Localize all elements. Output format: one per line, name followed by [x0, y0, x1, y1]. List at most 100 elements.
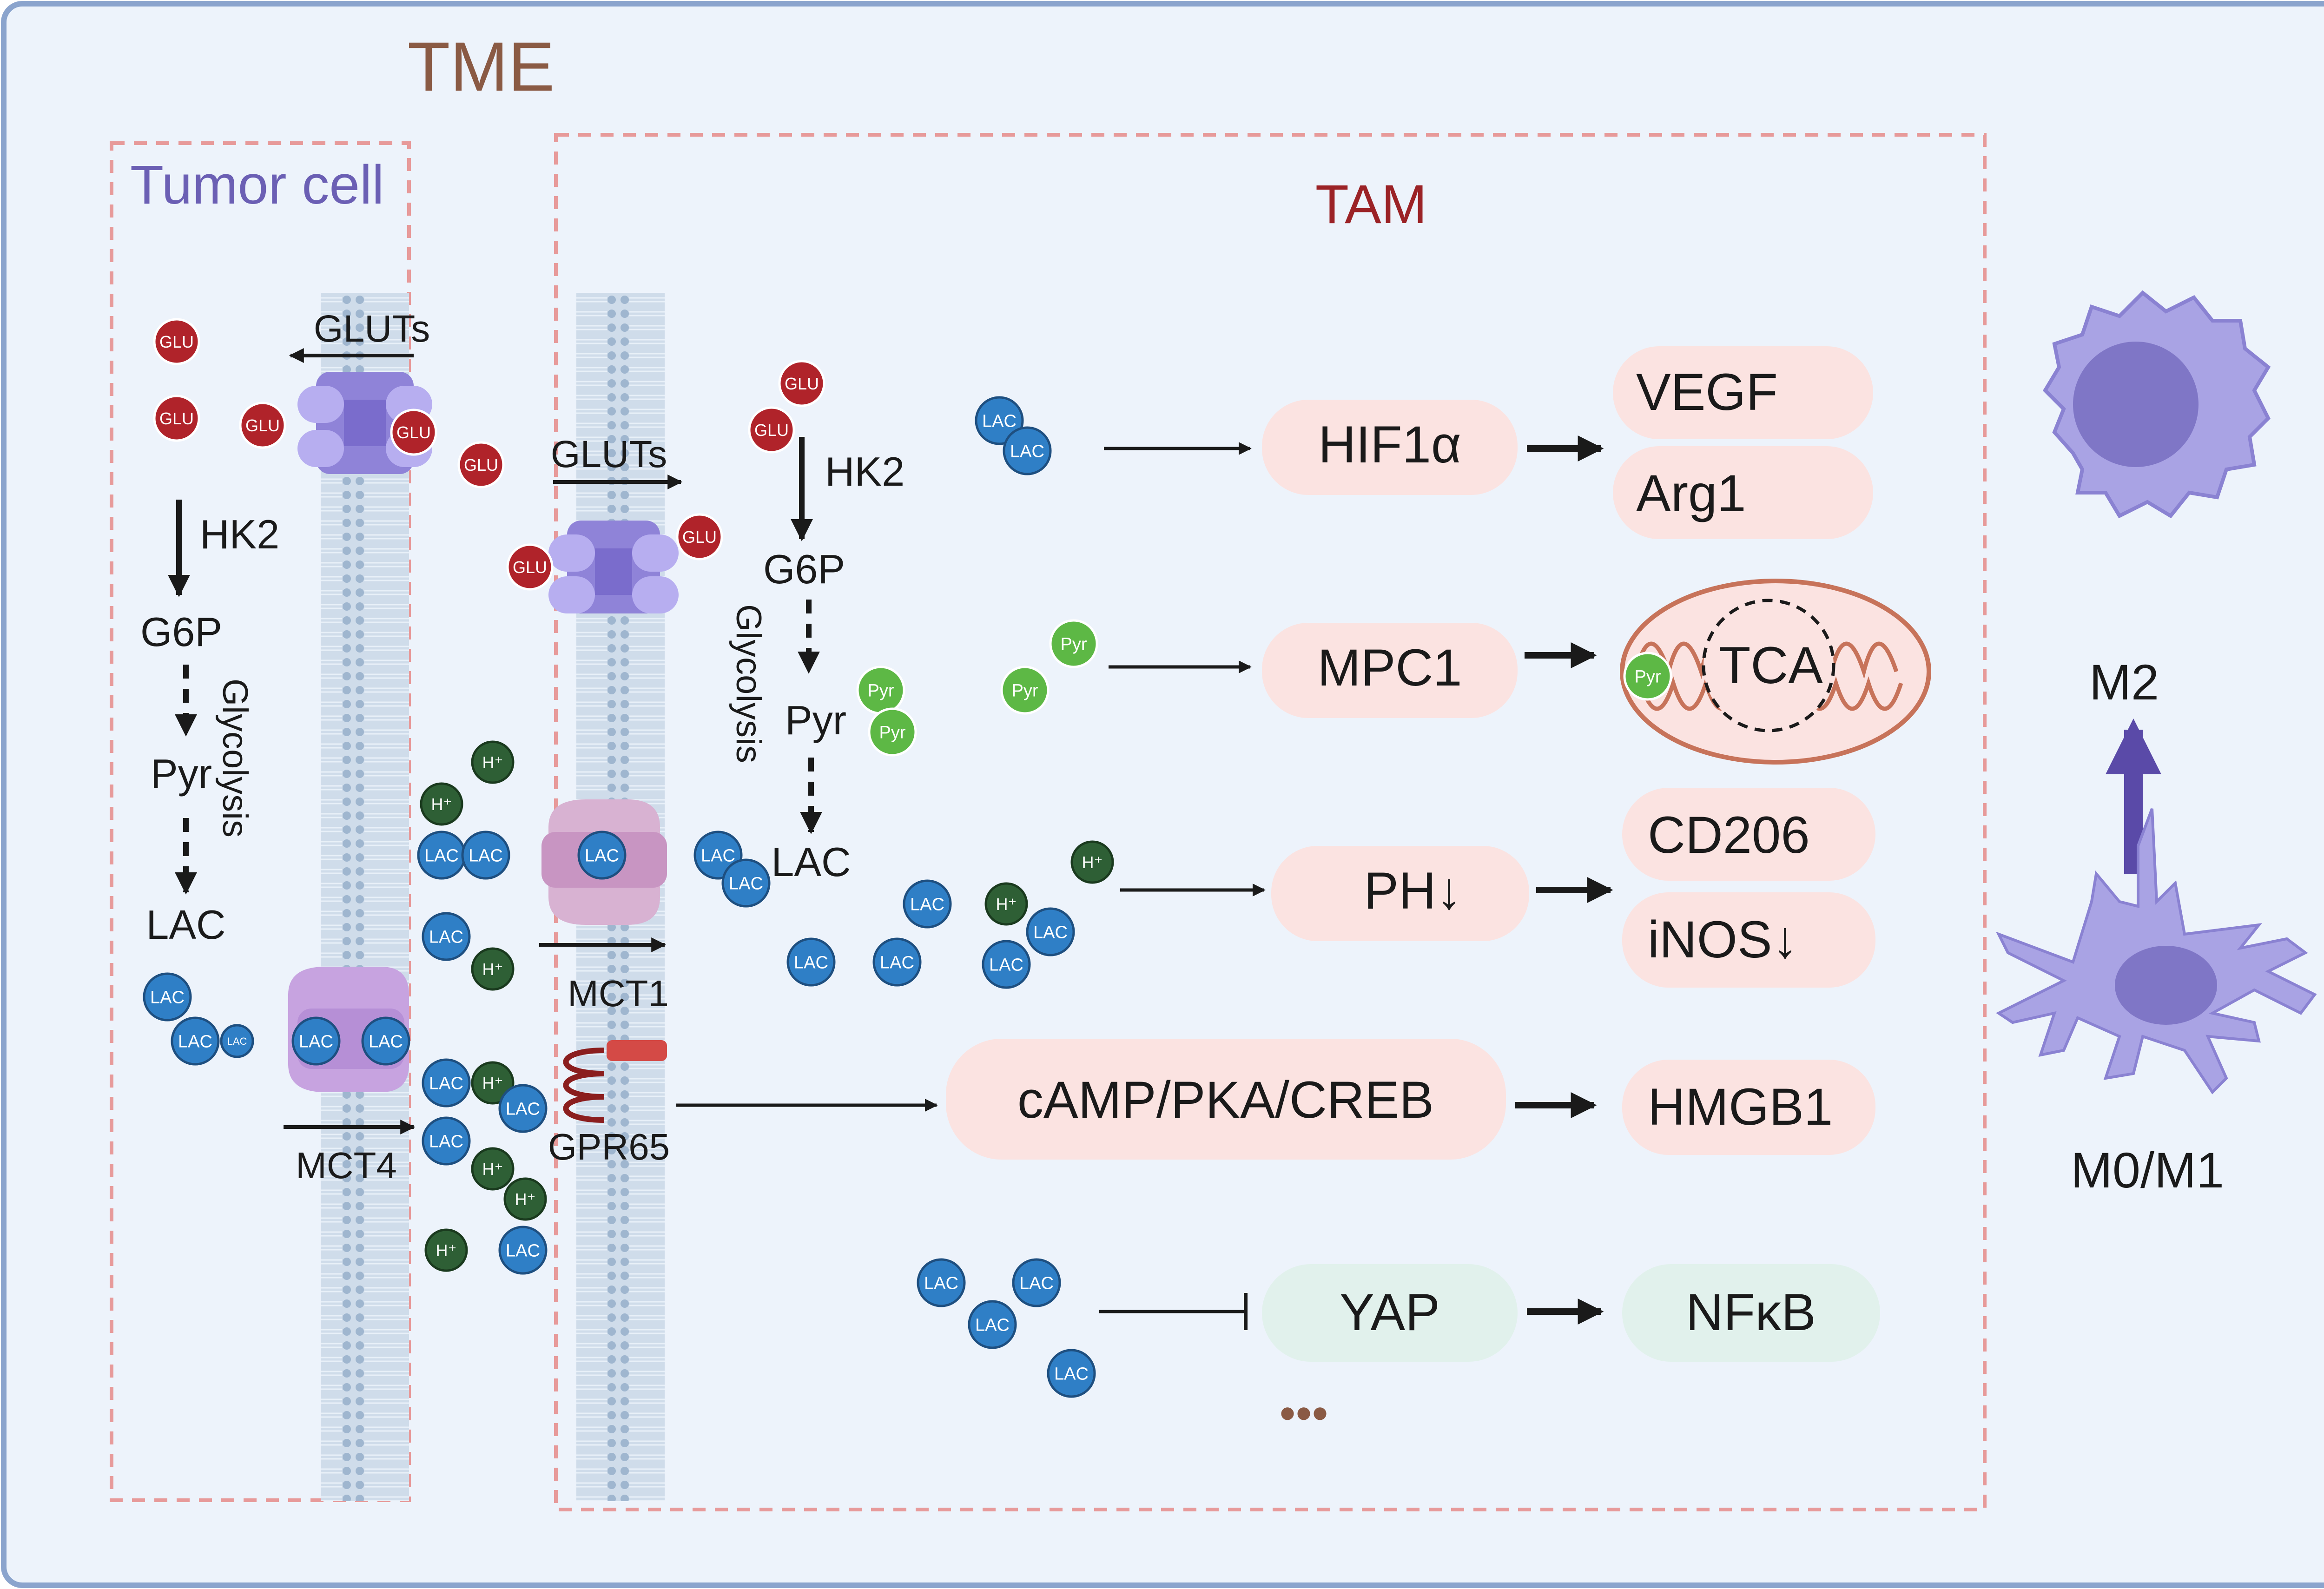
h-circle	[471, 740, 515, 784]
h-circle	[1070, 840, 1114, 884]
tca-label: TCA	[1719, 636, 1823, 694]
pyr-molecule: Pyr	[1000, 666, 1050, 715]
mct4-label: MCT4	[296, 1145, 397, 1186]
hif1a-label: HIF1α	[1318, 415, 1461, 474]
lac-circle	[171, 1016, 220, 1066]
tam-gluts-label: GLUTs	[551, 433, 667, 475]
glu-circle	[239, 402, 286, 449]
ph-box	[1271, 846, 1529, 941]
inos-label: iNOS↓	[1648, 910, 1798, 969]
h-circle	[420, 782, 463, 826]
lac-molecule-label: LAC	[1019, 1274, 1054, 1293]
lac-circle	[786, 937, 836, 987]
lac-circle	[461, 831, 510, 880]
pyr-circle	[1623, 652, 1672, 701]
lac-molecule-label: LAC	[227, 1035, 247, 1047]
pyr-molecule-label: Pyr	[1012, 681, 1038, 701]
lac-molecule-label: LAC	[469, 846, 503, 866]
lac-molecule-label: LAC	[299, 1032, 333, 1052]
glu-circle	[506, 543, 554, 591]
yap-label: YAP	[1340, 1283, 1440, 1341]
lac-circle	[1003, 426, 1052, 475]
lac-molecule: LAC	[291, 1016, 341, 1066]
h-molecule: H⁺	[420, 782, 463, 826]
inos-box	[1622, 892, 1875, 988]
lac-molecule-label: LAC	[880, 953, 914, 973]
lac-circle	[872, 937, 922, 987]
pyr-molecule: Pyr	[1623, 652, 1672, 701]
h-circle	[471, 1147, 515, 1191]
pyr-molecule-label: Pyr	[1061, 635, 1087, 654]
gpr65-receptor	[563, 1040, 667, 1123]
tumor-lac-label: LAC	[146, 902, 225, 948]
lac-molecule: LAC	[422, 1116, 471, 1166]
tam-glut-transporter	[548, 521, 679, 613]
glu-circle	[778, 360, 825, 407]
lac-molecule: LAC	[498, 1084, 548, 1133]
lac-circle	[361, 1016, 410, 1066]
lac-molecule-label: LAC	[585, 846, 619, 866]
tumor-membrane	[321, 293, 409, 1501]
h-molecule-label: H⁺	[482, 753, 503, 772]
tumor-cell-label: Tumor cell	[130, 154, 384, 216]
arg1-label: Arg1	[1636, 464, 1746, 522]
glu-molecule: GLU	[153, 395, 200, 442]
lac-molecule: LAC	[1026, 907, 1075, 956]
pyr-molecule-label: Pyr	[879, 723, 906, 743]
tam-lac-label: LAC	[771, 839, 851, 885]
h-circle	[424, 1228, 468, 1272]
lac-circle	[917, 1258, 966, 1307]
lac-molecule: LAC	[968, 1300, 1017, 1349]
hmgb1-label: HMGB1	[1648, 1078, 1833, 1136]
glu-molecule: GLU	[457, 441, 505, 488]
lac-circle	[721, 858, 771, 908]
lac-molecule: LAC	[1012, 1258, 1061, 1307]
lac-molecule-label: LAC	[429, 928, 463, 947]
lac-molecule: LAC	[417, 831, 466, 880]
lac-molecule-label: LAC	[982, 412, 1017, 431]
lac-molecule-label: LAC	[178, 1032, 212, 1052]
lac-molecule-label: LAC	[701, 846, 735, 866]
tam-glycolysis-label: Glycolysis	[729, 604, 768, 763]
lac-molecule-label: LAC	[369, 1032, 403, 1052]
lac-circle	[577, 831, 627, 880]
h-circle	[984, 882, 1028, 926]
glu-molecule-label: GLU	[464, 455, 498, 475]
lac-circle	[422, 912, 471, 961]
lac-molecule-label: LAC	[794, 953, 828, 973]
glu-circle	[153, 318, 200, 365]
lac-molecule-label: LAC	[429, 1132, 463, 1152]
glu-molecule-label: GLU	[159, 409, 194, 428]
h-molecule: H⁺	[471, 1061, 515, 1105]
glu-molecule-label: GLU	[159, 332, 194, 351]
glu-circle	[153, 395, 200, 442]
h-molecule: H⁺	[503, 1177, 547, 1221]
glu-circle	[390, 409, 437, 456]
h-molecule-label: H⁺	[436, 1241, 457, 1260]
m0m1-label: M0/M1	[2071, 1142, 2224, 1198]
lac-molecule: LAC	[917, 1258, 966, 1307]
lac-circle	[422, 1058, 471, 1108]
camp-label: cAMP/PKA/CREB	[1017, 1071, 1434, 1129]
lac-molecule-label: LAC	[729, 874, 763, 894]
lac-circle	[220, 1024, 254, 1058]
tumor-gluts-label: GLUTs	[314, 308, 430, 350]
lac-molecule-label: LAC	[506, 1100, 540, 1119]
gpr65-label: GPR65	[548, 1126, 670, 1167]
glu-circle	[748, 406, 795, 454]
lac-molecule: LAC	[872, 937, 922, 987]
lac-molecule-label: LAC	[989, 956, 1023, 975]
mpc1-box	[1262, 623, 1518, 718]
lac-circle	[903, 879, 952, 929]
h-circle	[471, 1061, 515, 1105]
lac-circle	[143, 972, 192, 1022]
lac-circle	[982, 940, 1031, 989]
lac-molecule-label: LAC	[1010, 442, 1044, 462]
tam-label: TAM	[1315, 174, 1427, 235]
tumor-glycolysis-label: Glycolysis	[215, 679, 255, 837]
glu-molecule: GLU	[748, 406, 795, 454]
lac-molecule-label: LAC	[924, 1274, 958, 1293]
h-molecule-label: H⁺	[996, 895, 1017, 914]
